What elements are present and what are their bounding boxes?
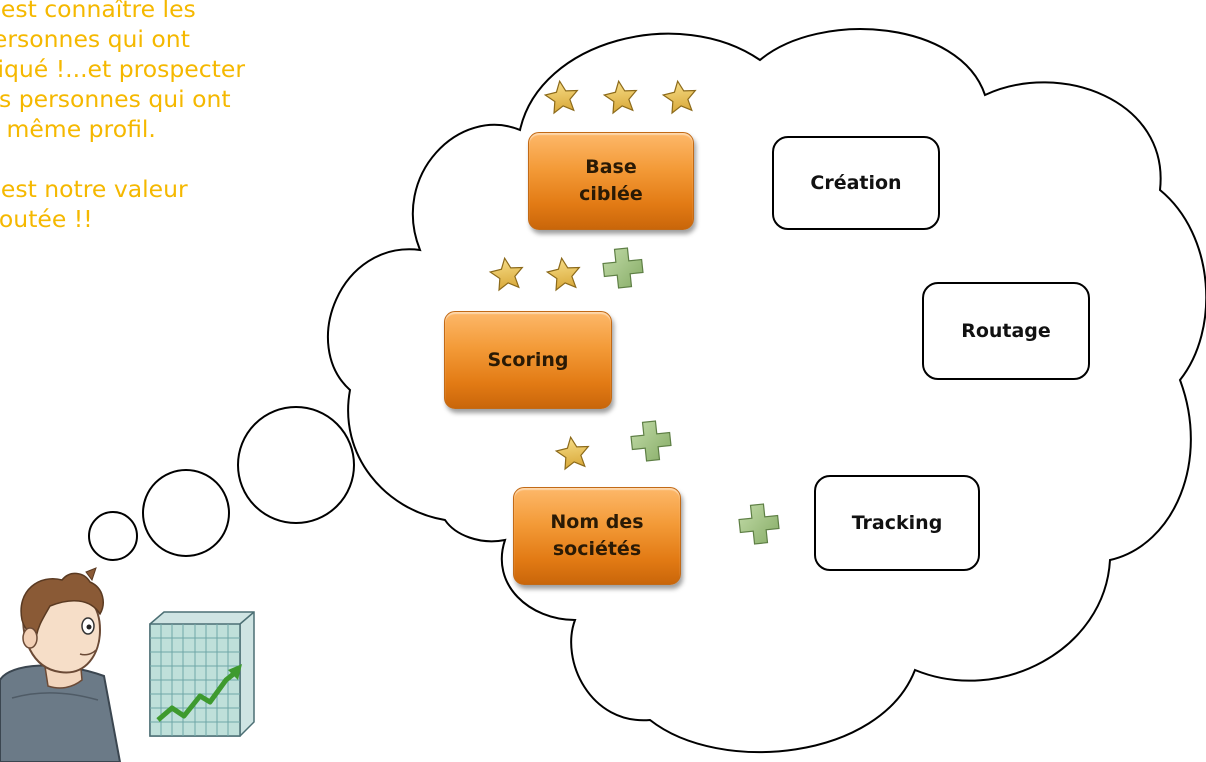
box-tracking: Tracking [814,475,980,571]
star-icon [488,256,524,292]
intro-line-3: cliqué !...et prospecter [0,55,246,83]
person-icon [0,567,122,762]
box-creation-label: Création [810,172,902,194]
star-icon [661,79,697,115]
box-base-ciblee: Base ciblée [528,132,694,230]
intro-line-1: C'est connaître les [0,0,196,23]
box-tracking-label: Tracking [851,512,943,534]
box-scoring: Scoring [444,311,612,409]
box-nom-des-societes-label: Nom des sociétés [550,511,644,560]
star-icon [554,435,590,471]
box-creation: Création [772,136,940,230]
intro-line-7: C'est notre valeur [0,175,188,203]
intro-text: C'est connaître les personnes qui ont cl… [0,0,338,234]
intro-line-2: personnes qui ont [0,25,190,53]
thought-bubble-large [237,406,355,524]
star-icon [543,79,579,115]
plus-markers [602,247,780,545]
star-icon [545,256,581,292]
intro-line-4: les personnes qui ont [0,85,231,113]
thought-bubble-small [88,511,138,561]
thought-bubble-medium [142,469,230,557]
box-routage: Routage [922,282,1090,380]
plus-icon [602,247,644,289]
box-base-ciblee-label: Base ciblée [579,156,643,205]
intro-line-8: ajoutée !! [0,205,93,233]
box-scoring-label: Scoring [487,348,569,371]
box-routage-label: Routage [961,320,1051,342]
box-nom-des-societes: Nom des sociétés [513,487,681,585]
rating-stars [488,79,697,471]
intro-line-5: le même profil. [6,115,156,143]
growth-chart-icon [149,611,255,737]
plus-icon [738,503,780,545]
plus-icon [630,420,672,462]
star-icon [602,79,638,115]
